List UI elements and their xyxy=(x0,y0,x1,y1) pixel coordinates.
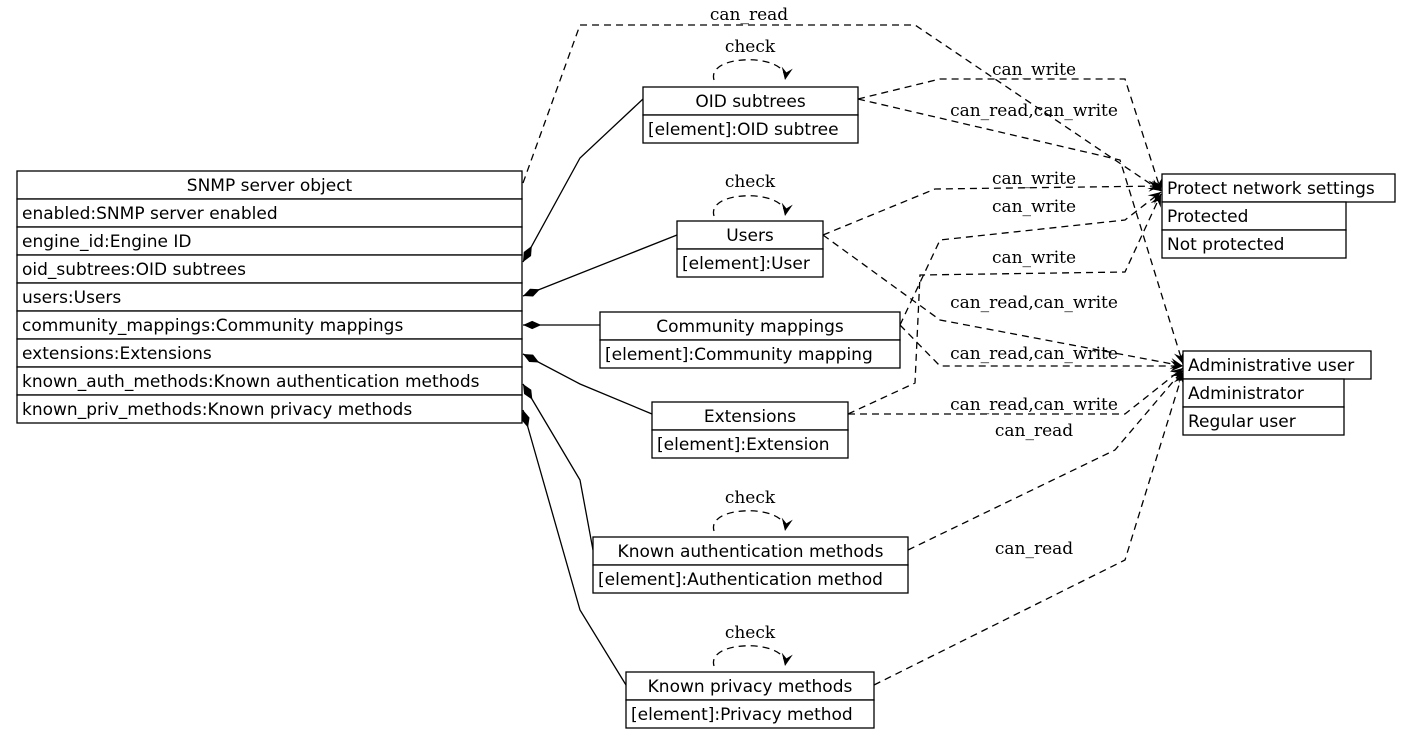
class-community-mappings[interactable]: Community mappings [element]:Community m… xyxy=(599,311,901,369)
class-protect-network-settings[interactable]: Protect network settings Protected Not p… xyxy=(1161,173,1396,259)
class-users[interactable]: Users [element]:User xyxy=(676,220,824,278)
class-attribute: users:Users xyxy=(22,288,121,308)
class-title: Extensions xyxy=(704,407,796,427)
label-check-auth: check xyxy=(725,488,776,508)
edge-extensions-protect-write xyxy=(847,193,1162,415)
class-snmp-server-object[interactable]: SNMP server object enabled:SNMP server e… xyxy=(16,170,523,424)
class-attribute: known_auth_methods:Known authentication … xyxy=(22,372,480,392)
edge-labels: check check check check can_read can_wri… xyxy=(710,5,1118,643)
label-can-write-oid: can_write xyxy=(992,60,1076,80)
class-title: Protect network settings xyxy=(1167,179,1375,199)
label-can-read-top: can_read xyxy=(710,5,788,25)
class-title: SNMP server object xyxy=(187,176,353,196)
class-oid-subtrees[interactable]: OID subtrees [element]:OID subtree xyxy=(642,86,859,144)
edge-community-admin-rw xyxy=(899,324,1183,372)
edge-snmp-priv xyxy=(521,409,627,686)
label-can-rw-community: can_read,can_write xyxy=(950,344,1118,364)
edge-oid-protect-write xyxy=(857,78,1163,192)
loop-auth-check xyxy=(713,510,793,532)
class-attribute: [element]:Community mapping xyxy=(605,345,873,365)
edge-snmp-auth xyxy=(522,383,594,551)
class-attribute: oid_subtrees:OID subtrees xyxy=(22,260,246,280)
label-check-priv: check xyxy=(725,623,776,643)
class-title: Community mappings xyxy=(656,317,844,337)
class-extensions[interactable]: Extensions [element]:Extension xyxy=(651,401,849,459)
edge-priv-admin-read xyxy=(873,371,1185,686)
class-attribute: engine_id:Engine ID xyxy=(22,232,192,252)
label-can-rw-oid: can_read,can_write xyxy=(950,101,1118,121)
class-attribute: community_mappings:Community mappings xyxy=(22,316,403,336)
class-value: Protected xyxy=(1167,207,1248,227)
edge-extensions-admin-rw xyxy=(848,367,1184,415)
class-attribute: known_priv_methods:Known privacy methods xyxy=(22,400,412,420)
edge-users-protect-write xyxy=(822,180,1162,236)
label-can-rw-extensions: can_read,can_write xyxy=(950,395,1118,415)
class-attribute: enabled:SNMP server enabled xyxy=(22,204,278,224)
label-can-rw-users: can_read,can_write xyxy=(950,293,1118,313)
class-value: Administrator xyxy=(1188,384,1304,404)
class-attribute: [element]:User xyxy=(682,254,810,274)
class-attribute: extensions:Extensions xyxy=(22,344,212,364)
label-can-write-extensions: can_write xyxy=(992,248,1076,268)
edge-snmp-oid xyxy=(522,98,644,263)
check-loops xyxy=(713,59,793,667)
label-can-read-priv: can_read xyxy=(995,539,1073,559)
class-attribute: [element]:Extension xyxy=(657,435,830,455)
edge-snmp-protect-read xyxy=(522,24,1162,192)
class-administrative-user[interactable]: Administrative user Administrator Regula… xyxy=(1182,350,1372,436)
class-attribute: [element]:Authentication method xyxy=(598,570,883,590)
edge-community-protect-write xyxy=(899,191,1162,326)
loop-priv-check xyxy=(713,645,793,667)
loop-users-check xyxy=(713,195,793,217)
composition-edges xyxy=(521,98,678,686)
edge-auth-admin-read xyxy=(907,369,1184,551)
class-title: Administrative user xyxy=(1188,356,1354,376)
class-value: Not protected xyxy=(1167,235,1284,255)
edge-snmp-users xyxy=(522,234,678,297)
class-title: OID subtrees xyxy=(695,92,806,112)
class-title: Known authentication methods xyxy=(618,542,884,562)
edge-snmp-extensions xyxy=(522,353,653,415)
edge-oid-admin-rw xyxy=(857,98,1185,365)
label-check-oid: check xyxy=(725,37,776,57)
label-can-write-community: can_write xyxy=(992,197,1076,217)
class-attribute: [element]:OID subtree xyxy=(648,120,839,140)
label-can-read-auth: can_read xyxy=(995,421,1073,441)
class-known-authentication-methods[interactable]: Known authentication methods [element]:A… xyxy=(592,536,909,594)
class-title: Known privacy methods xyxy=(648,677,853,697)
label-can-write-users: can_write xyxy=(992,169,1076,189)
class-title: Users xyxy=(726,226,774,246)
class-known-privacy-methods[interactable]: Known privacy methods [element]:Privacy … xyxy=(625,671,875,729)
class-attribute: [element]:Privacy method xyxy=(631,705,853,725)
edge-users-admin-rw xyxy=(822,234,1184,370)
loop-oid-check xyxy=(713,59,793,81)
label-check-users: check xyxy=(725,172,776,192)
permission-edges xyxy=(522,24,1185,686)
class-value: Regular user xyxy=(1188,412,1296,432)
